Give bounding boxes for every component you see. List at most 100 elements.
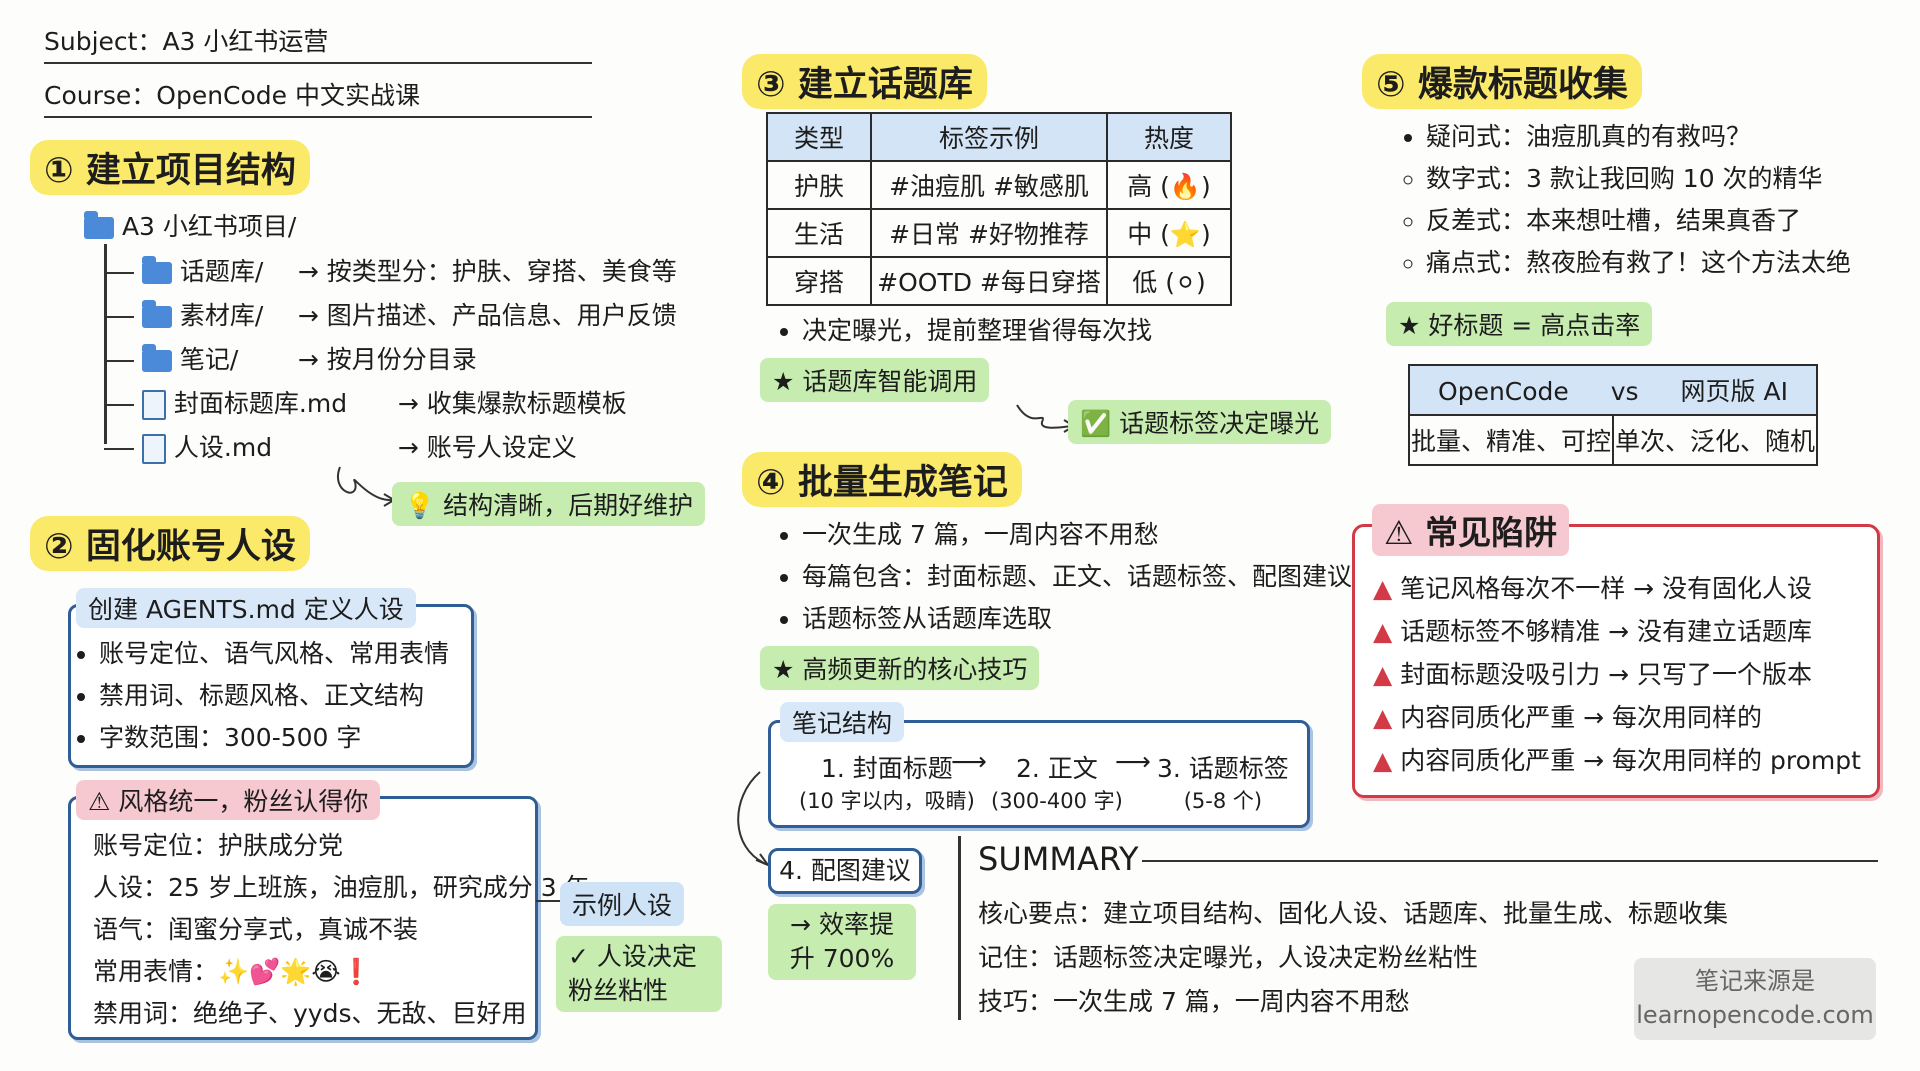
table-cell: 生活 — [766, 208, 872, 258]
source-label: 笔记来源是 — [1695, 967, 1815, 995]
subject-line: Subject：A3 小红书运营 — [44, 27, 329, 56]
pitfall-text: 内容同质化严重 → 每次用同样的 — [1400, 703, 1763, 732]
topic-table: 类型 标签示例 热度 护肤 #油痘肌 #敏感肌 高 (🔥) 生活 #日常 #好物… — [766, 112, 1232, 306]
table-cell: 穿搭 — [766, 256, 872, 306]
tree-row-desc: → 账号人设定义 — [397, 433, 577, 462]
tree-row: 素材库/ → 图片描述、产品信息、用户反馈 — [104, 296, 677, 332]
tree-row-name: 素材库/ — [179, 301, 264, 330]
list-item: 反差式：本来想吐槽，结果真香了 — [1426, 200, 1851, 242]
pitfall-text: 内容同质化严重 → 每次用同样的 prompt — [1400, 746, 1861, 775]
pitfall-list: ▲ 笔记风格每次不一样 → 没有固化人设 ▲ 话题标签不够精准 → 没有建立话题… — [1355, 527, 1877, 782]
table-cell: #OOTD #每日穿搭 — [870, 256, 1108, 306]
pitfall-text: 话题标签不够精准 → 没有建立话题库 — [1400, 617, 1813, 646]
pitfalls-box: ▲ 笔记风格每次不一样 → 没有固化人设 ▲ 话题标签不够精准 → 没有建立话题… — [1352, 524, 1880, 798]
list-item: 决定曝光，提前整理省得每次找 — [802, 310, 1152, 352]
table-cell: 单次、泛化、随机 — [1612, 414, 1819, 466]
table-cell: 护肤 — [766, 160, 872, 210]
course-underline — [44, 116, 592, 118]
list-item: 一次生成 7 篇，一周内容不用愁 — [802, 514, 1352, 556]
note-structure-title: 笔记结构 — [780, 702, 905, 742]
warning-icon: ▲ — [1373, 660, 1393, 689]
tree-row-name: 笔记/ — [179, 345, 239, 374]
source-url: learnopencode.com — [1636, 1001, 1874, 1029]
list-item: 疑问式：油痘肌真的有救吗？ — [1426, 116, 1851, 158]
compare-header-left: OpenCode — [1438, 377, 1569, 406]
summary-rule — [1142, 860, 1878, 862]
tree-row: 人设.md → 账号人设定义 — [104, 428, 577, 464]
persona-decide-tag: ✓ 人设决定粉丝粘性 — [556, 936, 722, 1012]
tree-row: 话题库/ → 按类型分：护肤、穿搭、美食等 — [104, 252, 677, 288]
list-item: 数字式：3 款让我回购 10 次的精华 — [1426, 158, 1851, 200]
table-cell: #日常 #好物推荐 — [870, 208, 1108, 258]
summary-divider — [958, 836, 961, 1020]
structure-tip: 💡 结构清晰，后期好维护 — [392, 482, 706, 526]
summary-line: 技巧：一次生成 7 篇，一周内容不用愁 — [978, 987, 1410, 1016]
curly-arrow-icon — [337, 466, 396, 507]
table-header: 热度 — [1106, 112, 1232, 162]
agents-box-title: 创建 AGENTS.md 定义人设 — [76, 588, 416, 628]
section5-title: ⑤ 爆款标题收集 — [1362, 54, 1642, 109]
folder-icon — [141, 256, 172, 284]
style-warning-tag: ⚠ 风格统一，粉丝认得你 — [76, 780, 381, 820]
pitfall-item: ▲ 笔记风格每次不一样 → 没有固化人设 — [1373, 567, 1877, 610]
batch-star: ★ 高频更新的核心技巧 — [760, 646, 1040, 690]
arrow-icon: ⟶ — [1115, 747, 1151, 776]
table-cell: 高 (🔥) — [1106, 160, 1232, 210]
arrow-line — [536, 900, 560, 902]
topic-star: ★ 话题库智能调用 — [760, 358, 990, 402]
table-cell: #油痘肌 #敏感肌 — [870, 160, 1108, 210]
summary-line: 核心要点：建立项目结构、固化人设、话题库、批量生成、标题收集 — [978, 899, 1729, 928]
tree-line — [104, 244, 107, 444]
efficiency-tag: → 效率提升 700% — [768, 904, 916, 980]
subject-underline — [44, 62, 592, 64]
table-row: 生活 #日常 #好物推荐 中 (⭐) — [766, 208, 1232, 258]
pitfall-item: ▲ 话题标签不够精准 → 没有建立话题库 — [1373, 610, 1877, 653]
step-3: 3. 话题标签 (5-8 个) — [1157, 749, 1289, 815]
pitfall-text: 封面标题没吸引力 → 只写了一个版本 — [1400, 660, 1813, 689]
section4-title: ④ 批量生成笔记 — [742, 452, 1022, 507]
list-item: 话题标签从话题库选取 — [802, 598, 1352, 640]
compare-header-right: 网页版 AI — [1680, 377, 1788, 406]
persona-line: 账号定位：护肤成分党 — [93, 831, 344, 860]
persona-lines: 账号定位：护肤成分党 人设：25 岁上班族，油痘肌，研究成分 3 年 语气：闺蜜… — [71, 799, 590, 1035]
table-header-row: 类型 标签示例 热度 — [766, 112, 1232, 162]
project-root-label: A3 小红书项目/ — [121, 212, 297, 241]
agents-list: 账号定位、语气风格、常用表情 禁用词、标题风格、正文结构 字数范围：300-50… — [71, 633, 471, 759]
summary-title: SUMMARY — [978, 840, 1139, 878]
section1-title: ① 建立项目结构 — [30, 140, 310, 195]
tree-row-name: 封面标题库.md — [173, 389, 348, 418]
source-watermark: 笔记来源是 learnopencode.com — [1634, 958, 1876, 1040]
warning-icon: ▲ — [1373, 746, 1393, 775]
list-item: 每篇包含：封面标题、正文、话题标签、配图建议 — [802, 556, 1352, 598]
compare-header: OpenCode vs 网页版 AI — [1407, 364, 1819, 416]
tree-row-desc: → 按类型分：护肤、穿搭、美食等 — [297, 257, 677, 286]
headline-star: ★ 好标题 = 高点击率 — [1386, 302, 1653, 346]
folder-icon — [141, 344, 172, 372]
topic-check: ✅ 话题标签决定曝光 — [1068, 400, 1332, 444]
pitfall-item: ▲ 内容同质化严重 → 每次用同样的 prompt — [1373, 739, 1877, 782]
step-2: 2. 正文 (300-400 字) — [991, 749, 1123, 815]
step4-box: 4. 配图建议 — [768, 848, 922, 894]
example-persona-tag: 示例人设 — [560, 882, 685, 926]
pitfall-text: 笔记风格每次不一样 → 没有固化人设 — [1400, 574, 1813, 603]
warning-icon: ▲ — [1373, 617, 1393, 646]
arrow-icon: ⟶ — [951, 747, 987, 776]
step-sub: (10 字以内，吸睛) — [799, 789, 975, 813]
list-item: 禁用词、标题风格、正文结构 — [99, 675, 471, 717]
table-row: 批量、精准、可控 单次、泛化、随机 — [1407, 414, 1819, 466]
summary-line: 记住：话题标签决定曝光，人设决定粉丝粘性 — [978, 943, 1479, 972]
table-cell: 低 (⚪) — [1106, 256, 1232, 306]
pitfall-item: ▲ 内容同质化严重 → 每次用同样的 — [1373, 696, 1877, 739]
list-item: 字数范围：300-500 字 — [99, 717, 471, 759]
folder-open-icon — [84, 211, 114, 239]
step-sub: (300-400 字) — [991, 789, 1123, 813]
course-line: Course：OpenCode 中文实战课 — [44, 81, 421, 110]
pitfalls-title: ⚠ 常见陷阱 — [1372, 504, 1570, 556]
persona-line: 常用表情：✨💕🌟😭❗ — [93, 957, 372, 986]
table-row: 穿搭 #OOTD #每日穿搭 低 (⚪) — [766, 256, 1232, 306]
tree-row-name: 话题库/ — [179, 257, 264, 286]
list-item: 账号定位、语气风格、常用表情 — [99, 633, 471, 675]
file-icon — [141, 390, 166, 420]
step-label: 1. 封面标题 — [820, 754, 953, 783]
pitfall-item: ▲ 封面标题没吸引力 → 只写了一个版本 — [1373, 653, 1877, 696]
